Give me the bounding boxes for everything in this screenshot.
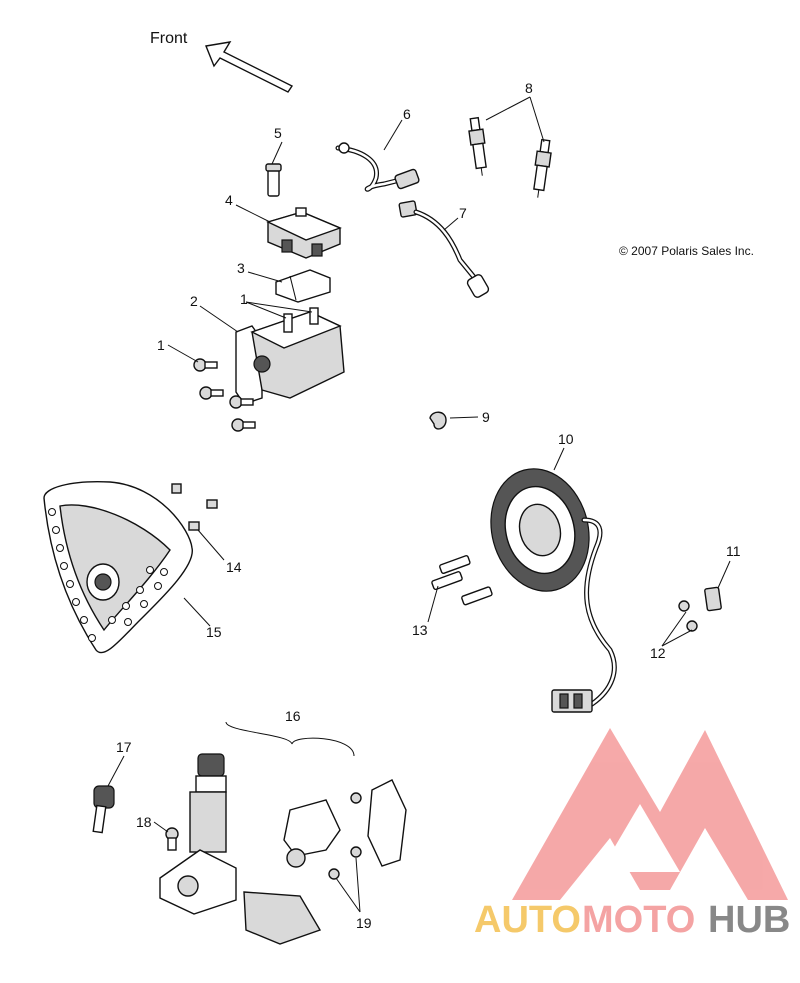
part-18-bolt — [165, 827, 179, 851]
part-13-bolts — [431, 555, 493, 606]
callout-2: 2 — [190, 293, 198, 309]
part-2-mount — [235, 307, 345, 405]
callout-19: 19 — [356, 915, 372, 931]
watermark-word-moto: MOTO — [582, 899, 695, 941]
watermark-word-auto: AUTO — [474, 899, 581, 941]
front-arrow — [205, 41, 294, 93]
callout-7: 7 — [459, 205, 467, 221]
front-label: Front — [150, 30, 188, 47]
part-12-screws — [678, 600, 698, 632]
callout-12: 12 — [650, 645, 666, 661]
copyright-text: © 2007 Polaris Sales Inc. — [619, 244, 754, 258]
part-17-key — [92, 785, 115, 834]
callout-4: 4 — [225, 192, 233, 208]
callout-5: 5 — [274, 125, 282, 141]
callout-18: 18 — [136, 814, 152, 830]
callout-1b: 1 — [157, 337, 165, 353]
callout-16: 16 — [285, 708, 301, 724]
callout-6: 6 — [403, 106, 411, 122]
callout-10: 10 — [558, 431, 574, 447]
callout-14: 14 — [226, 559, 242, 575]
leader-lines — [107, 96, 731, 913]
part-6-plug-lead — [335, 142, 420, 192]
part-9-clip — [429, 411, 447, 430]
callout-9: 9 — [482, 409, 490, 425]
callout-13: 13 — [412, 622, 428, 638]
callout-3: 3 — [237, 260, 245, 276]
part-3-bracket — [275, 269, 331, 303]
watermark-word-hub: HUB — [708, 899, 790, 941]
part-4-coil — [266, 207, 342, 259]
callout-15: 15 — [206, 624, 222, 640]
callout-11: 11 — [726, 543, 741, 559]
part-7-lead — [398, 200, 490, 298]
callout-17: 17 — [116, 739, 132, 755]
part-15-bezel — [43, 480, 193, 654]
callout-1a: 1 — [240, 291, 248, 307]
part-14-clips — [171, 483, 218, 531]
part-11-sensor — [704, 586, 722, 612]
part-5-bolt — [265, 163, 282, 197]
part-8-spark-plugs — [468, 116, 552, 198]
watermark-logo — [512, 728, 788, 900]
part-10-stator — [490, 468, 617, 713]
callout-8: 8 — [525, 80, 533, 96]
part-16-ignition-switch — [159, 721, 407, 945]
